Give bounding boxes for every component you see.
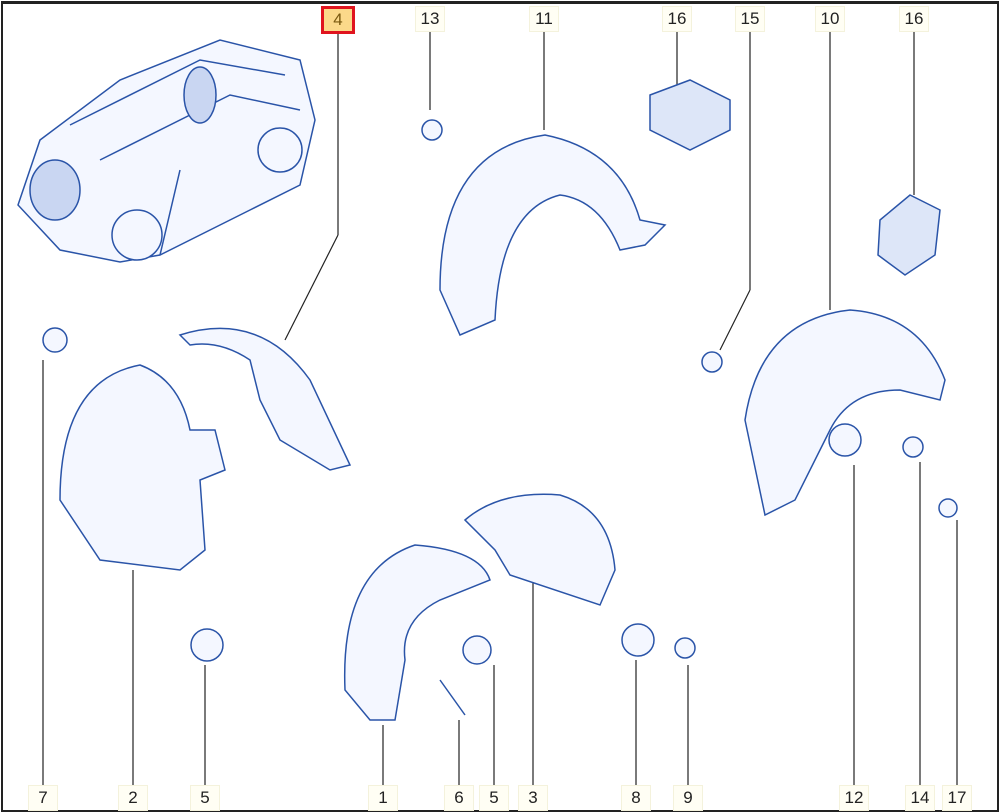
part-6-screw bbox=[439, 679, 466, 716]
part-2-liner bbox=[59, 364, 226, 571]
part-10-liner bbox=[744, 309, 946, 517]
part-5-clip bbox=[190, 628, 224, 662]
part-4-liner bbox=[178, 327, 352, 471]
part-7-clip bbox=[42, 327, 68, 353]
callout-label-8[interactable]: 8 bbox=[621, 785, 651, 811]
callout-label-11[interactable]: 11 bbox=[529, 6, 559, 32]
part-3-liner bbox=[463, 493, 616, 606]
part-14-clip bbox=[902, 436, 924, 458]
part-1-liner bbox=[343, 544, 491, 721]
callout-label-12[interactable]: 12 bbox=[839, 785, 869, 811]
parts bbox=[17, 39, 958, 721]
part-15-clip bbox=[701, 351, 723, 373]
callout-label-15[interactable]: 15 bbox=[735, 6, 765, 32]
callout-label-17[interactable]: 17 bbox=[942, 785, 972, 811]
part-17-clip bbox=[938, 498, 958, 518]
callout-label-9[interactable]: 9 bbox=[673, 785, 703, 811]
part-16-grommet-b bbox=[877, 194, 941, 276]
leader-lines bbox=[42, 32, 958, 785]
callout-label-3[interactable]: 3 bbox=[518, 785, 548, 811]
callout-label-14[interactable]: 14 bbox=[905, 785, 935, 811]
callout-label-5[interactable]: 5 bbox=[190, 785, 220, 811]
callout-label-1[interactable]: 1 bbox=[368, 785, 398, 811]
part-11-liner bbox=[439, 134, 667, 336]
callout-label-10[interactable]: 10 bbox=[815, 6, 845, 32]
callout-label-16b[interactable]: 16 bbox=[899, 6, 929, 32]
callout-label-5b[interactable]: 5 bbox=[479, 785, 509, 811]
part-9-clip bbox=[674, 637, 696, 659]
part-13-screw bbox=[421, 119, 443, 141]
part-12-clip bbox=[828, 423, 862, 457]
part-8-clip bbox=[621, 623, 655, 657]
callout-label-7[interactable]: 7 bbox=[28, 785, 58, 811]
part-5-clip-b bbox=[462, 635, 492, 665]
callout-label-13[interactable]: 13 bbox=[415, 6, 445, 32]
part-16-grommet bbox=[649, 79, 731, 151]
callout-label-2[interactable]: 2 bbox=[118, 785, 148, 811]
callout-label-16[interactable]: 16 bbox=[662, 6, 692, 32]
vehicle-illustration bbox=[17, 39, 316, 263]
callout-label-4[interactable]: 4 bbox=[321, 6, 355, 34]
callout-label-6[interactable]: 6 bbox=[444, 785, 474, 811]
